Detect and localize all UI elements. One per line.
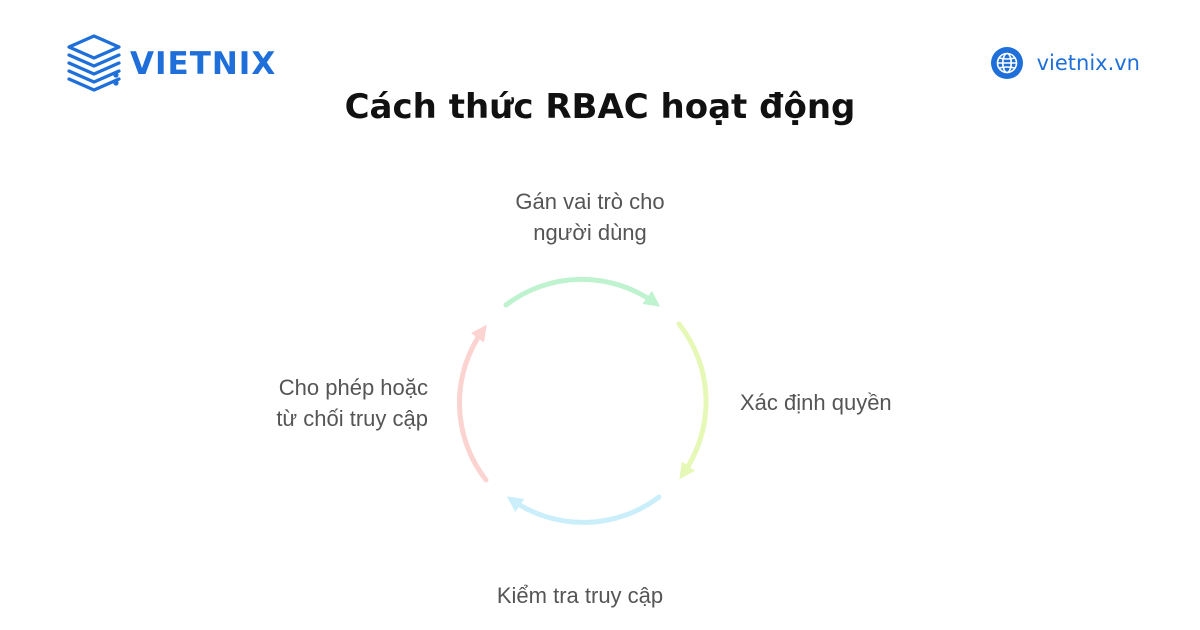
globe-icon (990, 47, 1023, 79)
site-link[interactable]: vietnix.vn (990, 47, 1140, 79)
step-allow-or-deny-line-2: từ chối truy cập (276, 406, 428, 431)
step-allow-or-deny-line-1: Cho phép hoặc (278, 375, 428, 400)
step-assign-role-line-1: Gán vai trò cho (515, 189, 665, 214)
stacked-server-layers-icon (67, 34, 121, 92)
cycle-arrow-define-to-check (676, 321, 709, 480)
brand-name: VIETNIX (130, 45, 277, 82)
cycle-arrow-check-to-decide (506, 494, 662, 525)
step-check-access: Kiểm tra truy cập (430, 580, 730, 611)
step-define-permissions: Xác định quyền (740, 387, 1000, 418)
step-assign-role-line-2: người dùng (533, 220, 647, 245)
step-assign-role: Gán vai trò cho người dùng (440, 186, 740, 248)
step-define-permissions-line-1: Xác định quyền (740, 390, 892, 415)
step-allow-or-deny: Cho phép hoặc từ chối truy cập (180, 372, 428, 434)
page-title: Cách thức RBAC hoạt động (344, 87, 856, 127)
site-url[interactable]: vietnix.vn (1036, 50, 1140, 75)
cycle-arrow-assign-to-define (503, 276, 661, 308)
cycle-arrow-decide-to-assign (456, 324, 489, 483)
vietnix-logo: VIETNIX (64, 32, 276, 96)
step-check-access-line-1: Kiểm tra truy cập (496, 583, 664, 608)
